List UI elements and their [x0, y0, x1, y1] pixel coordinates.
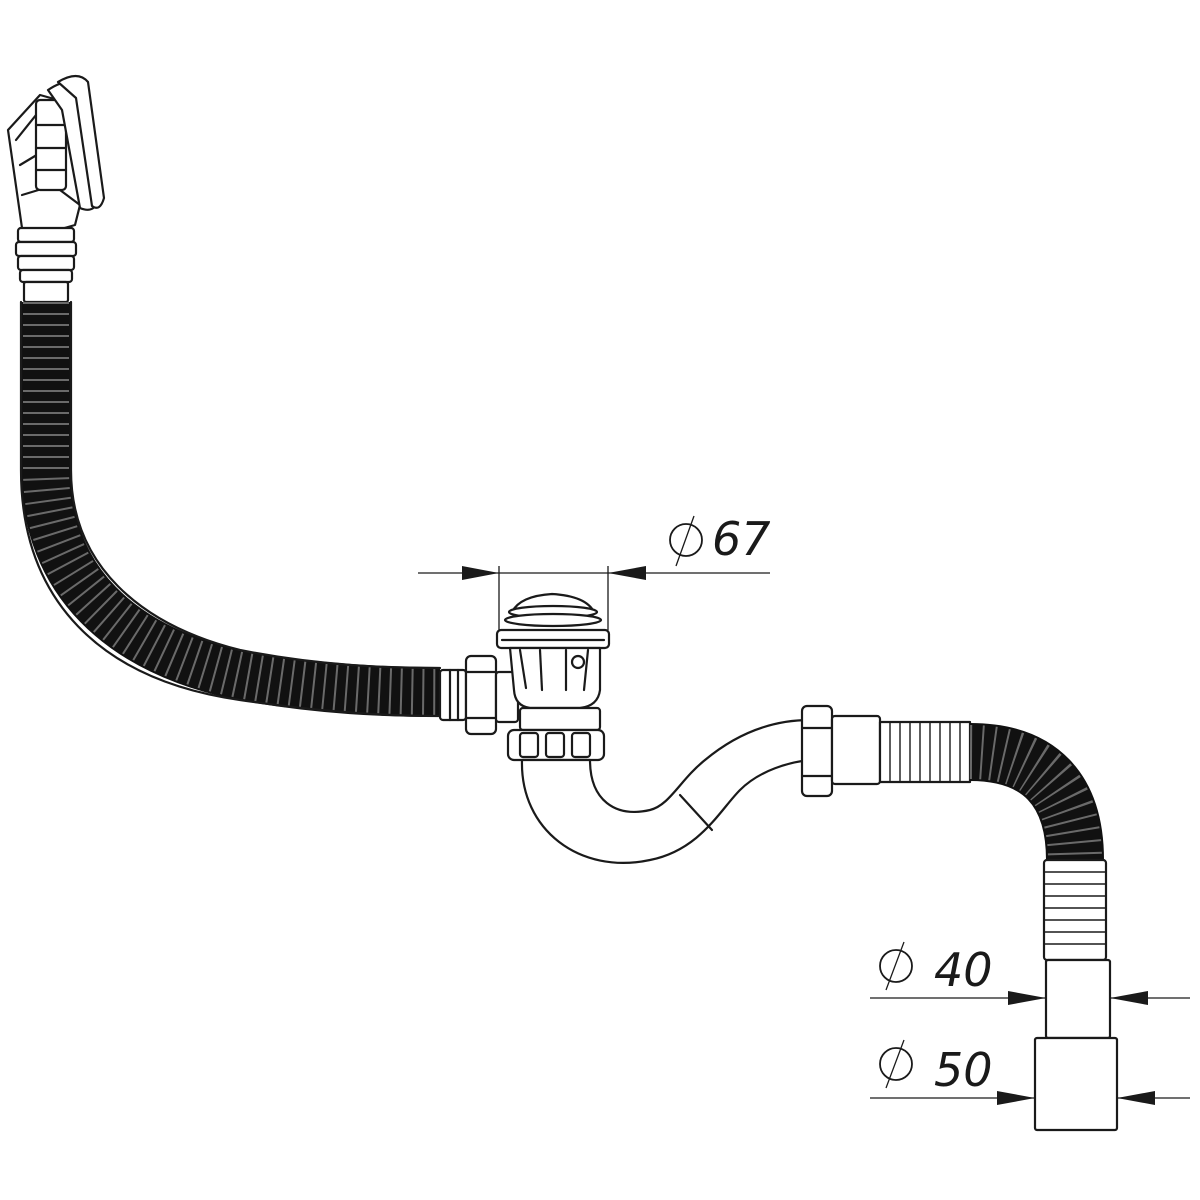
dimension-50: 50 — [870, 1039, 1190, 1105]
dimension-label-40: 40 — [934, 943, 993, 997]
outlet-coupling — [800, 704, 972, 798]
drain-outlet — [495, 592, 611, 762]
diameter-symbol-icon — [669, 523, 703, 557]
diameter-symbol-icon — [879, 1047, 913, 1081]
dimension-67: 67 — [418, 512, 771, 630]
overflow-head — [6, 74, 106, 304]
overflow-hose — [19, 300, 442, 718]
diameter-symbol-icon — [879, 949, 913, 983]
side-connector — [438, 654, 520, 736]
dimension-label-50: 50 — [934, 1043, 993, 1097]
dimension-40: 40 — [870, 941, 1190, 1005]
outlet-hose — [969, 723, 1119, 1132]
dimension-label-67: 67 — [712, 512, 771, 566]
